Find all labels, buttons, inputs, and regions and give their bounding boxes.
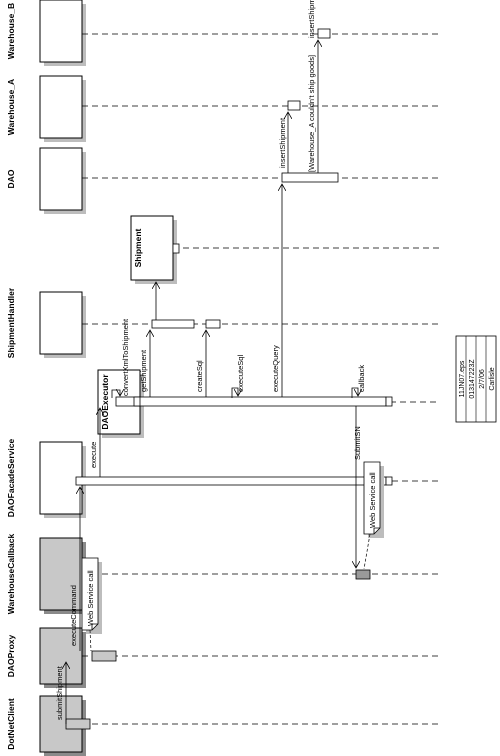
lifeline-label: ShipmentHandler — [6, 287, 16, 358]
arrow-callback — [351, 387, 358, 398]
activation-warehouse-b — [317, 28, 331, 39]
note-text: Web Service call — [86, 570, 95, 626]
lifeline-label: DAOFacadeService — [6, 439, 16, 518]
lifeline-dao-proxy: DAOProxy — [6, 627, 86, 688]
lifeline-shipment-handler: ShipmentHandler — [6, 287, 86, 358]
end-marker-facade — [385, 476, 393, 486]
info-line-1: 11JN07.eps — [459, 360, 466, 397]
label-submit-shipment: submitShipment — [55, 665, 64, 720]
lifeline-warehouse-b: Warehouse_B — [6, 0, 86, 66]
activation-dotnet-client — [65, 718, 91, 730]
activation-dao — [281, 172, 339, 183]
lifeline-dao: DAO — [6, 147, 86, 214]
label-submit-sn: SubmitSN — [353, 426, 362, 460]
activation-shipment-handler-2 — [205, 319, 221, 329]
label-execute: execute — [89, 442, 98, 468]
note-web-service-call-1: Web Service call — [81, 557, 102, 634]
activation-bars — [65, 28, 387, 730]
label-execute-sql: executeSql — [236, 355, 245, 392]
label-get-shipment: getShipment — [139, 349, 148, 392]
end-marker-executor — [385, 396, 393, 407]
info-line-2: 013147223Z — [469, 359, 476, 399]
message-labels: submitShipment executeCommand execute co… — [55, 0, 366, 720]
created-object-label: Shipment — [133, 228, 143, 267]
lifeline-label: DAOProxy — [6, 634, 16, 677]
lifeline-warehouse-callback: WarehouseCallback — [6, 533, 86, 614]
lifeline-end-markers — [133, 243, 393, 486]
label-callback: callback — [357, 365, 366, 392]
created-object-shipment: Shipment — [130, 215, 177, 284]
lifeline-label: Warehouse_B — [6, 3, 16, 59]
start-marker-shipment — [172, 243, 180, 254]
lifeline-label: DAO — [6, 169, 16, 188]
info-line-4: Carlisle — [489, 367, 496, 390]
note-connector-2 — [363, 533, 371, 570]
note-web-service-call-2: Web Service call — [363, 461, 384, 538]
info-box: 11JN07.eps 013147223Z 2/7/06 Carlisle — [455, 335, 497, 423]
activation-shipment-handler-1 — [151, 319, 195, 329]
lifeline-label: Warehouse_A — [6, 79, 16, 135]
label-create-sql: createSql — [195, 360, 204, 392]
activation-dao-executor — [115, 396, 387, 407]
note-text: Web Service call — [368, 472, 377, 528]
arrow-execute-sql — [231, 387, 238, 398]
activation-warehouse-callback — [355, 569, 371, 580]
message-arrows — [66, 40, 358, 724]
lifeline-label: WarehouseCallback — [6, 533, 16, 614]
lifeline-label: DAOExecutor — [100, 374, 110, 430]
activation-dao-facade-service — [75, 476, 387, 486]
note-connector-1 — [89, 629, 92, 652]
activation-dao-proxy — [91, 650, 117, 662]
label-insert-shipment-b: insertShipment — [307, 0, 316, 38]
label-execute-command: executeCommand — [69, 585, 78, 646]
lifeline-label: DotNetClient — [6, 698, 16, 750]
info-line-3: 2/7/06 — [479, 369, 486, 389]
lifeline-dao-facade-service: DAOFacadeService — [6, 439, 86, 518]
label-guard-condition: [Warehouse_A couldn't ship goods] — [307, 55, 316, 172]
label-execute-query: executeQuery — [271, 345, 280, 392]
label-convert-xml: convertXmlToShipment — [121, 318, 130, 396]
start-marker-executor — [133, 396, 141, 407]
lifeline-warehouse-a: Warehouse_A — [6, 75, 86, 142]
activation-warehouse-a — [287, 100, 301, 111]
label-insert-shipment-a: insertShipment — [278, 117, 287, 168]
arrow-convert-xml — [111, 390, 120, 398]
